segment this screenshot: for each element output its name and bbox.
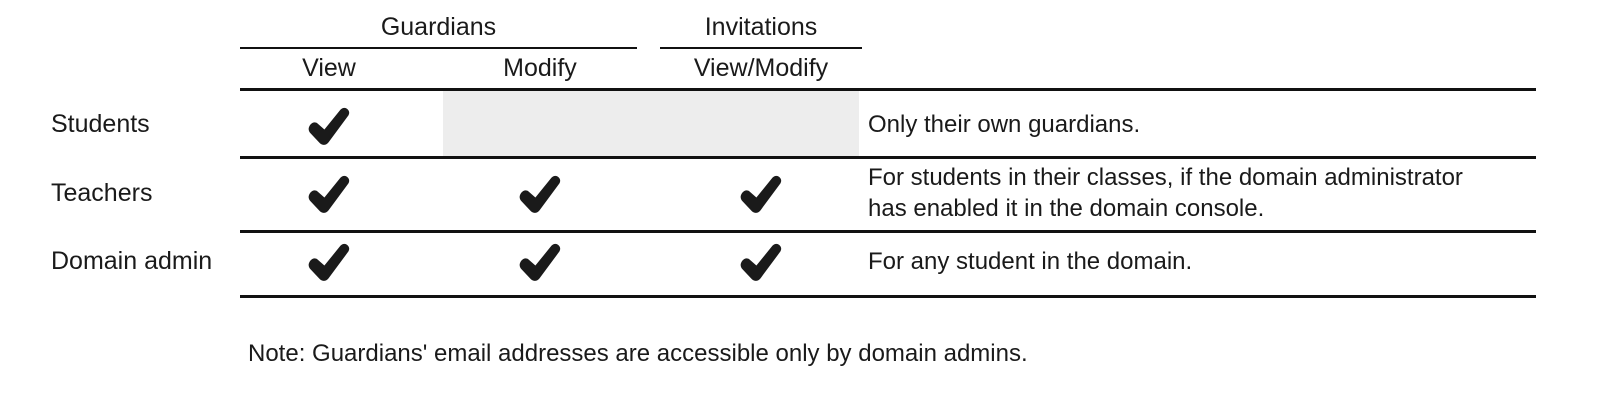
- group-header-guardians: Guardians: [380, 13, 497, 41]
- note-domain-admin: For any student in the domain.: [868, 248, 1193, 275]
- note-teachers: For students in their classes, if the do…: [868, 162, 1518, 224]
- check-mark-icon-teachers-invitations-view-modify: [735, 173, 785, 217]
- group-header-invitations: Invitations: [704, 13, 818, 41]
- row-label-students: Students: [51, 110, 150, 138]
- group-header-guardians-rule: [240, 47, 637, 49]
- row-label-teachers: Teachers: [51, 179, 153, 207]
- check-mark-icon-teachers-guardians-view: [303, 173, 353, 217]
- check-mark-icon-students-guardians-view: [303, 105, 353, 149]
- check-mark-icon-domain-admin-invitations-view-modify: [735, 241, 785, 285]
- table-rule-bottom: [240, 295, 1536, 298]
- cell-students-guardians-modify-disabled: [443, 91, 859, 156]
- table-rule-after-students: [240, 156, 1536, 159]
- column-header-guardians-view: View: [302, 54, 356, 82]
- column-header-invitations-view-modify: View/Modify: [693, 54, 829, 82]
- check-mark-icon-teachers-guardians-modify: [514, 173, 564, 217]
- footnote-text: Note: Guardians' email addresses are acc…: [248, 340, 1028, 367]
- group-header-invitations-rule: [660, 47, 862, 49]
- row-label-domain-admin: Domain admin: [51, 247, 213, 275]
- check-mark-icon-domain-admin-guardians-modify: [514, 241, 564, 285]
- check-mark-icon-domain-admin-guardians-view: [303, 241, 353, 285]
- column-header-guardians-modify: Modify: [503, 54, 577, 82]
- table-rule-after-teachers: [240, 230, 1536, 233]
- note-teachers-line2: has enabled it in the domain console.: [868, 195, 1265, 222]
- table-rule-header-bottom: [240, 88, 1536, 91]
- note-students: Only their own guardians.: [868, 111, 1141, 138]
- note-teachers-line1: For students in their classes, if the do…: [868, 164, 1463, 191]
